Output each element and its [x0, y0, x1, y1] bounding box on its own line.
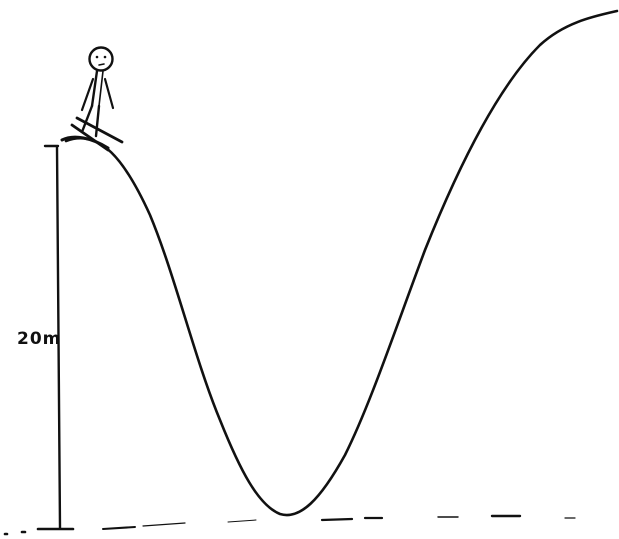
height-label: 20m: [17, 329, 61, 349]
ground-dash: [102, 526, 136, 530]
skier-head: [88, 46, 114, 72]
ground-dash: [142, 522, 186, 527]
skier-right-leg: [94, 104, 101, 138]
skier-figure: [60, 46, 124, 152]
ground-dash: [227, 519, 257, 523]
ski-front: [75, 116, 124, 144]
height-line: [55, 145, 62, 530]
ground-dash: [320, 517, 354, 522]
skier-eye: [103, 55, 107, 59]
skier-mouth: [98, 63, 105, 66]
skier-left-leg: [80, 104, 94, 134]
skier-left-arm: [80, 77, 95, 112]
skier-torso-outline: [98, 70, 104, 107]
ski-back: [60, 135, 110, 150]
skier-torso: [90, 69, 99, 108]
skier-right-arm: [103, 77, 115, 110]
skier-eye: [95, 55, 99, 59]
ground-dashed-line: [3, 514, 576, 536]
height-dimension: 20m: [17, 144, 62, 530]
slope-curve: [64, 9, 619, 517]
